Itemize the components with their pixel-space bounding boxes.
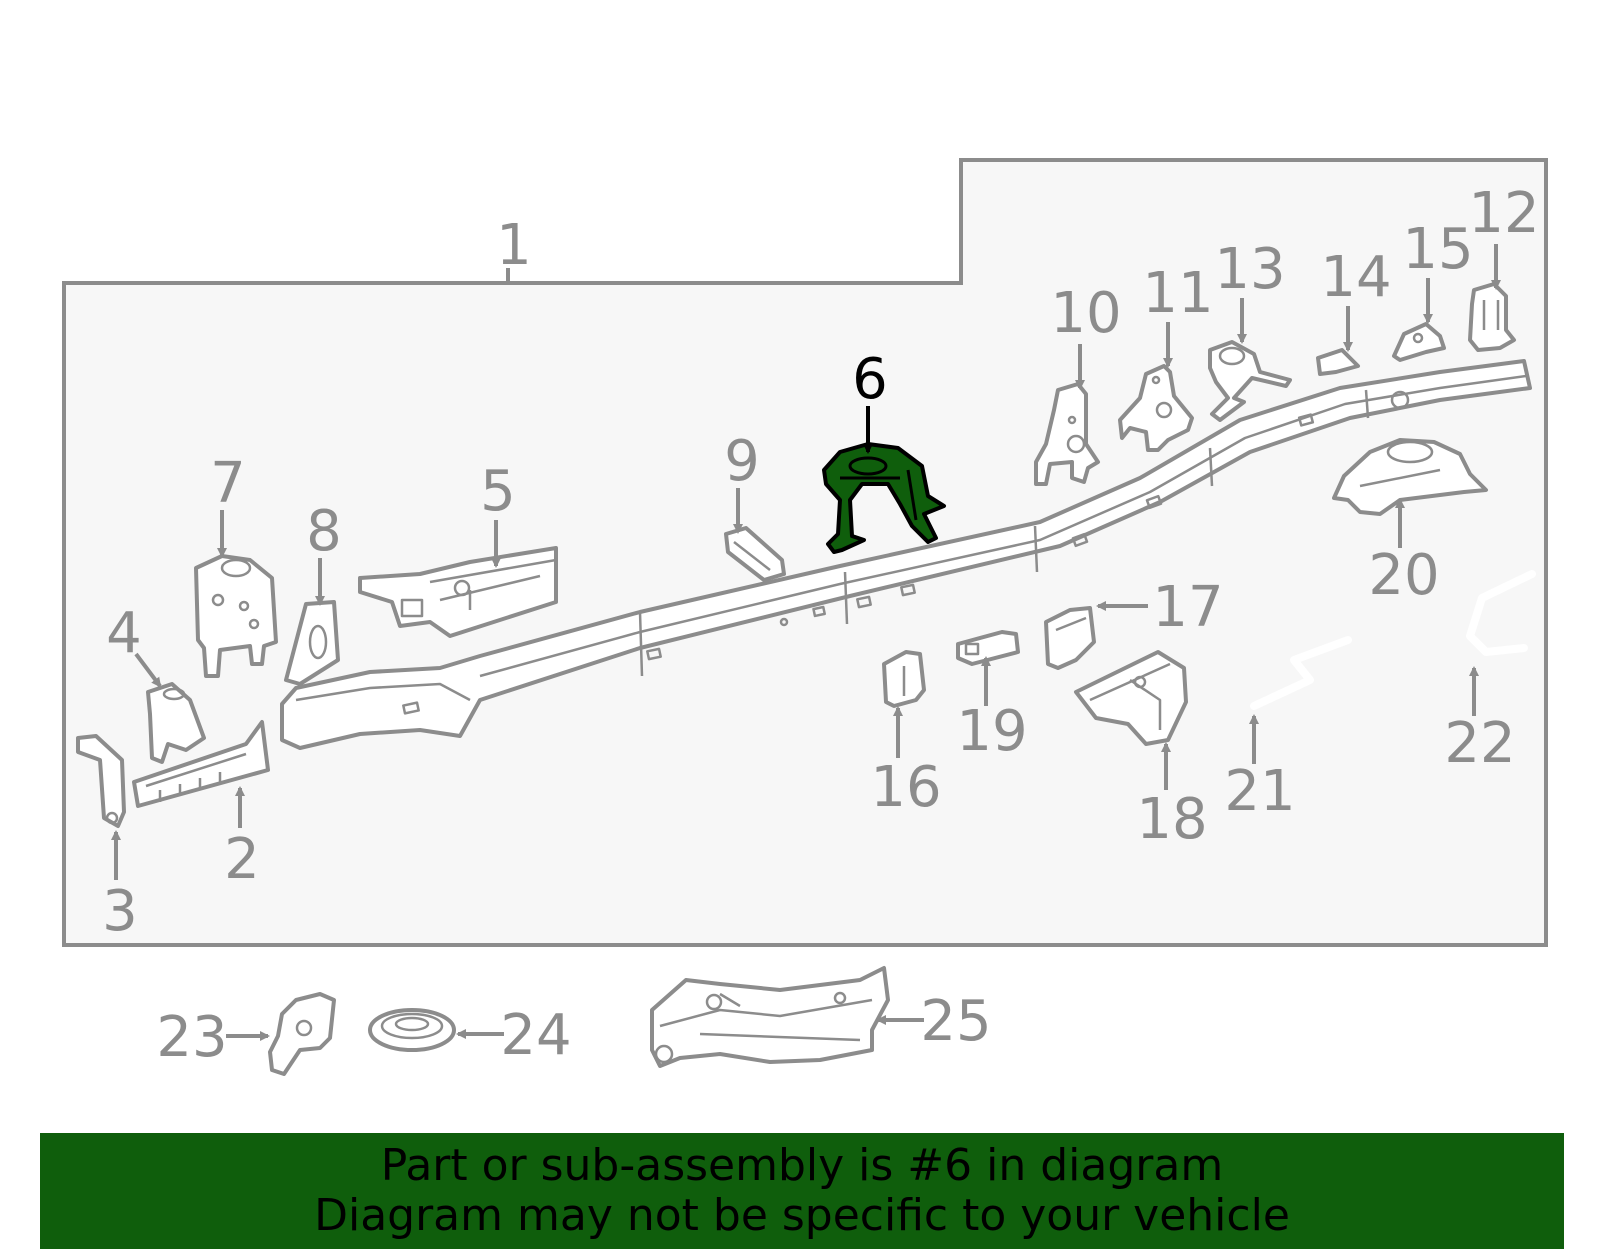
- part-21-tube: [1250, 636, 1352, 710]
- callout-5: 5: [480, 459, 516, 524]
- callout-9: 9: [724, 429, 760, 494]
- callout-15: 15: [1402, 217, 1473, 282]
- callout-4: 4: [106, 601, 142, 666]
- callout-23: 23: [156, 1005, 227, 1070]
- callout-7: 7: [210, 451, 246, 516]
- part-15-clip: [1392, 322, 1446, 362]
- callout-24: 24: [500, 1003, 571, 1068]
- part-16-bracket: [882, 650, 926, 708]
- banner-line-1: Part or sub-assembly is #6 in diagram: [380, 1140, 1224, 1191]
- callout-13: 13: [1214, 237, 1285, 302]
- callout-1: 1: [496, 213, 532, 278]
- callout-18: 18: [1136, 787, 1207, 852]
- part-13-bracket: [1208, 340, 1292, 422]
- part-23-bracket: [268, 992, 336, 1076]
- part-17-bracket: [1044, 606, 1096, 670]
- callout-25: 25: [920, 989, 991, 1054]
- part-25-frame-section: [650, 966, 890, 1068]
- callout-3: 3: [102, 879, 138, 944]
- callout-21: 21: [1224, 759, 1295, 824]
- frame-rail: [280, 359, 1532, 750]
- part-24-spacer: [368, 1008, 456, 1052]
- part-19-clip: [956, 630, 1020, 666]
- part-8-bracket: [284, 600, 340, 686]
- callout-6: 6: [852, 347, 888, 412]
- callout-12: 12: [1468, 181, 1539, 246]
- callout-10: 10: [1050, 281, 1121, 346]
- part-9-bracket: [724, 526, 786, 582]
- part-11-mount: [1118, 364, 1194, 452]
- callout-2: 2: [224, 827, 260, 892]
- part-22-tube: [1466, 570, 1536, 656]
- part-18-bracket: [1074, 650, 1188, 746]
- callout-11: 11: [1142, 261, 1213, 326]
- callout-16: 16: [870, 755, 941, 820]
- part-5-crossmember-bracket: [358, 546, 558, 638]
- part-10-mount: [1034, 382, 1100, 486]
- info-banner: Part or sub-assembly is #6 in diagram Di…: [40, 1133, 1564, 1249]
- part-20-bracket: [1332, 438, 1488, 516]
- part-6-highlighted[interactable]: [822, 442, 946, 554]
- part-12-mount: [1468, 282, 1516, 352]
- callout-19: 19: [956, 699, 1027, 764]
- callout-22: 22: [1444, 711, 1515, 776]
- callout-20: 20: [1368, 543, 1439, 608]
- callout-8: 8: [306, 499, 342, 564]
- part-14-clip: [1316, 348, 1360, 376]
- part-7-mount-bracket: [194, 554, 278, 678]
- leader-arrows: [111, 244, 1501, 1041]
- assembly-panel: [62, 158, 1548, 947]
- part-3-bracket: [76, 734, 126, 828]
- part-2-bracket: [132, 720, 270, 808]
- banner-line-2: Diagram may not be specific to your vehi…: [314, 1190, 1290, 1241]
- callout-17: 17: [1152, 575, 1223, 640]
- callout-14: 14: [1320, 245, 1391, 310]
- part-4-mount: [146, 682, 206, 764]
